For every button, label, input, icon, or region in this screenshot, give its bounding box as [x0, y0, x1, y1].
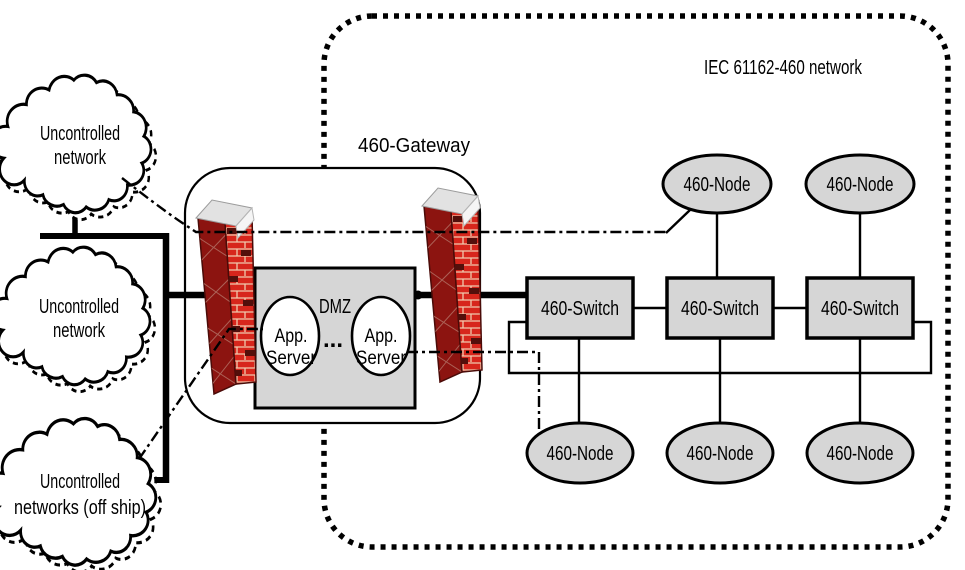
- switch-3-label: 460-Switch: [821, 298, 899, 320]
- gateway-label: 460-Gateway: [358, 135, 470, 157]
- bottom-node-3: [805, 421, 915, 485]
- bottom-node-row: 460-Node 460-Node 460-Node: [525, 421, 915, 485]
- cloud-1-label-line1: Uncontrolled: [40, 123, 120, 145]
- top-node-2: [804, 153, 916, 215]
- cloud-uncontrolled-1: Uncontrolled network: [0, 73, 158, 222]
- cloud-1-label-line2: network: [54, 147, 107, 169]
- dash-dot-links: [121, 177, 666, 460]
- top-node-1-label: 460-Node: [684, 174, 751, 196]
- app-server-2: [350, 295, 412, 377]
- app-server-1: [259, 295, 321, 377]
- app-server-1-label-line2: Server: [266, 348, 317, 369]
- bottom-node-2-label: 460-Node: [687, 443, 754, 465]
- top-node-1: [661, 153, 773, 215]
- link-gateway-topnode1-tail: [665, 209, 691, 234]
- bottom-node-1-label: 460-Node: [547, 443, 614, 465]
- cloud-3-label-line2: networks (off ship): [14, 497, 146, 519]
- redundant-ring-link: [507, 320, 933, 375]
- top-node-row: 460-Node 460-Node: [661, 153, 916, 215]
- cloud-2-label-line1: Uncontrolled: [39, 296, 119, 318]
- bottom-node-2: [665, 421, 775, 485]
- dashdot-cloud3-to-appserver1: [138, 327, 263, 460]
- dashdot-appserver2-to-botnode1: [407, 350, 541, 431]
- cloud-2-label-line2: network: [53, 320, 106, 342]
- dashdot-cloud1-to-topnode1: [121, 177, 666, 234]
- top-node-2-label: 460-Node: [827, 174, 894, 196]
- switch-2-label: 460-Switch: [681, 298, 759, 320]
- iec-network-label: IEC 61162-460 network: [704, 57, 863, 79]
- cloud-3-label-line1: Uncontrolled: [40, 471, 120, 493]
- app-server-2-label-line2: Server: [356, 348, 407, 369]
- cloud-uncontrolled-2: Uncontrolled network: [0, 245, 157, 394]
- iec-network-boundary: [321, 13, 951, 550]
- switch-1-label: 460-Switch: [541, 298, 619, 320]
- cloud-uncontrolled-offship: Uncontrolled networks (off ship): [0, 416, 163, 570]
- bottom-node-3-label: 460-Node: [827, 443, 894, 465]
- network-links: [507, 209, 933, 424]
- switch-2-box: [665, 276, 775, 340]
- app-server-2-label-line1: App.: [365, 326, 398, 347]
- switch-row: 460-Switch 460-Switch 460-Switch: [525, 276, 915, 340]
- app-server-1-label-line1: App.: [275, 326, 308, 347]
- switch-1-box: [525, 276, 635, 340]
- bottom-node-1: [525, 421, 635, 485]
- dmz-label: DMZ: [319, 296, 351, 318]
- dmz-right-port-dot: [413, 290, 423, 300]
- app-server-ellipsis: ...: [323, 326, 343, 353]
- switch-3-box: [805, 276, 915, 340]
